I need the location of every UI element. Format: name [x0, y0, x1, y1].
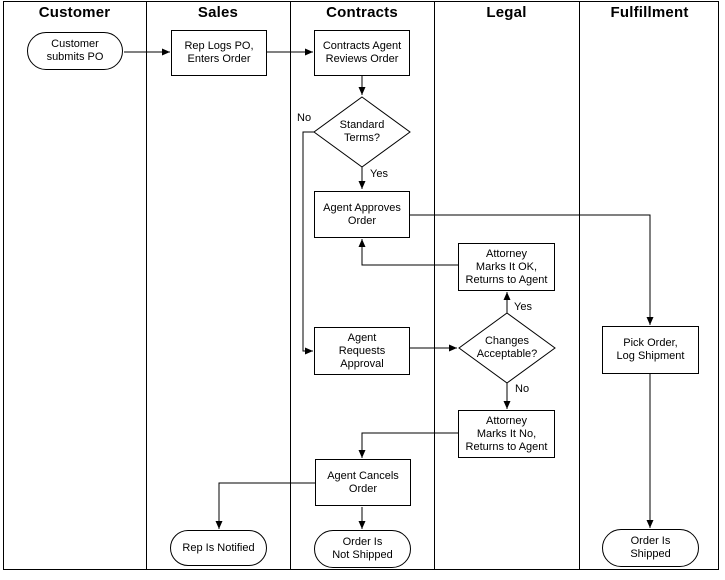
node-attorney-marks-no: Attorney Marks It No, Returns to Agent [458, 410, 555, 458]
lane-header-customer: Customer [38, 4, 111, 21]
node-rep-logs-po: Rep Logs PO, Enters Order [171, 30, 267, 76]
lane-divider-contracts-legal [434, 1, 435, 570]
lane-header-fulfillment: Fulfillment [610, 4, 689, 21]
lane-divider-customer-sales [146, 1, 147, 570]
lane-header-legal: Legal [486, 4, 527, 21]
node-rep-is-notified: Rep Is Notified [170, 530, 267, 566]
edge-approve-to-pick-order [410, 214, 654, 325]
decision-changes-acceptable-shape [458, 312, 556, 384]
edge-attorney-no-to-cancel [358, 432, 458, 458]
diagram-border [3, 1, 719, 570]
edge-cancel-to-rep-notified [215, 482, 315, 529]
lane-header-sales: Sales [197, 4, 239, 21]
edge-label-changes-yes: Yes [514, 301, 532, 313]
node-agent-requests-approval: Agent Requests Approval [314, 327, 410, 375]
node-contracts-agent-reviews: Contracts Agent Reviews Order [314, 30, 410, 76]
edge-attorney-ok-to-approve [358, 239, 458, 266]
node-pick-order: Pick Order, Log Shipment [602, 326, 699, 374]
node-changes-acceptable: Changes Acceptable? [476, 335, 538, 360]
node-order-shipped: Order Is Shipped [602, 529, 699, 567]
lane-divider-sales-contracts [290, 1, 291, 570]
lane-divider-legal-fulfillment [579, 1, 580, 570]
node-agent-cancels: Agent Cancels Order [315, 459, 411, 506]
node-agent-approves: Agent Approves Order [314, 191, 410, 238]
edge-standard-terms-no [302, 131, 314, 355]
lane-header-contracts: Contracts [326, 4, 398, 21]
edge-label-standard-terms-yes: Yes [370, 168, 388, 180]
node-customer-submits-po: Customer submits PO [27, 32, 123, 70]
node-order-not-shipped: Order Is Not Shipped [314, 530, 411, 568]
decision-standard-terms-shape [313, 96, 411, 168]
node-attorney-marks-ok: Attorney Marks It OK, Returns to Agent [458, 243, 555, 291]
node-standard-terms: Standard Terms? [339, 119, 385, 144]
edge-label-standard-terms-no: No [297, 112, 312, 124]
edge-label-changes-no: No [515, 383, 530, 395]
